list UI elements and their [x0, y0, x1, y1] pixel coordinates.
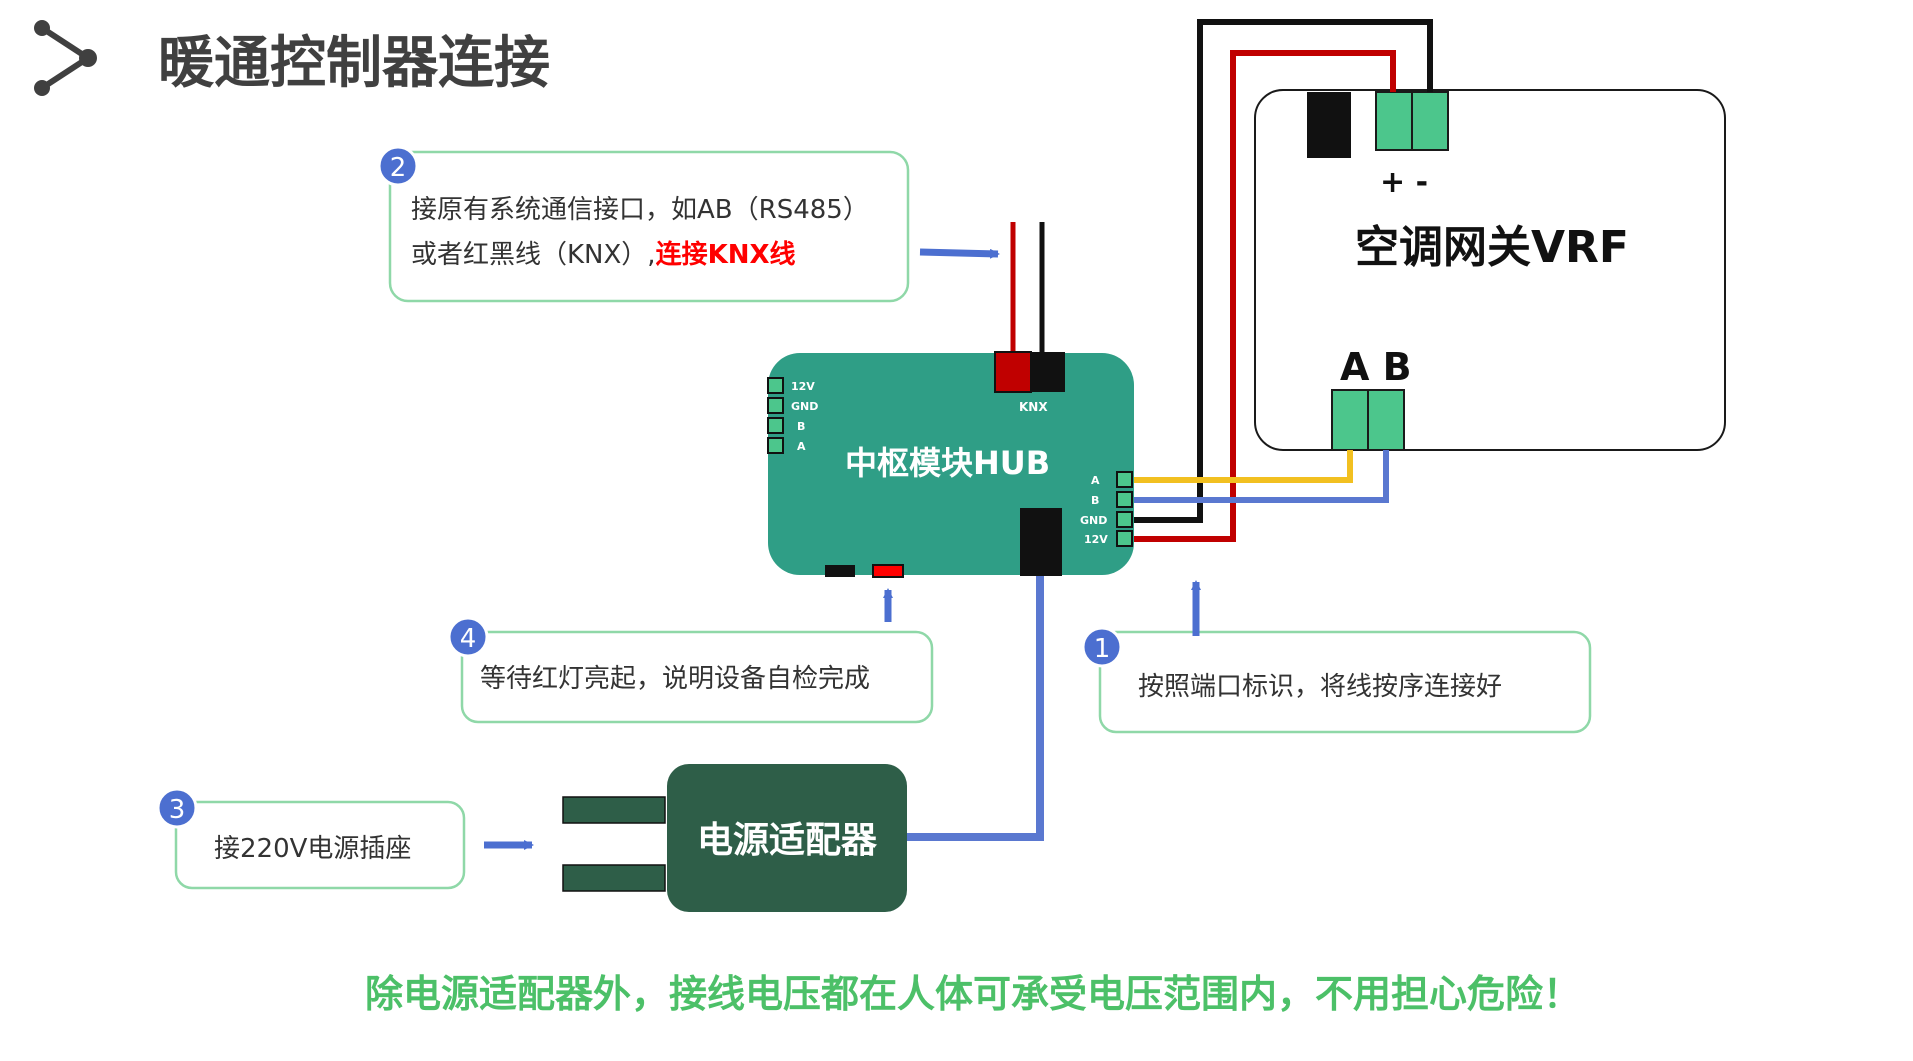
hub-left-pin-label: GND	[791, 400, 818, 413]
callout-2-line2-plain: 或者红黑线（KNX）,	[411, 240, 656, 270]
callout-2-box	[388, 150, 910, 303]
hub-right-pin-label: 12V	[1084, 533, 1108, 546]
callout-2-line1: 接原有系统通信接口，如AB（RS485）	[411, 195, 869, 225]
callout-1-number: 1	[1094, 634, 1111, 664]
vrf-ab-label: A B	[1340, 345, 1412, 389]
indicator-black	[825, 565, 855, 577]
callout-4-box	[460, 630, 934, 724]
callout-2-line2: 或者红黑线（KNX）,连接KNX线	[411, 240, 796, 270]
hub-left-pins: 12V GND B A	[767, 377, 818, 454]
wire-black-gnd	[1133, 19, 1433, 523]
knx-terminal-black	[1031, 352, 1065, 392]
hub-right-pin-label: B	[1091, 494, 1099, 507]
callout-2-badge	[377, 145, 419, 187]
share-icon	[34, 20, 97, 96]
page-title: 暖通控制器连接	[158, 31, 550, 96]
callout-1-text: 按照端口标识，将线按序连接好	[1138, 672, 1502, 702]
hub-right-pin-label: GND	[1080, 514, 1107, 527]
callout-4-text: 等待红灯亮起，说明设备自检完成	[480, 664, 870, 694]
vrf-terminal-b	[1367, 389, 1405, 451]
vrf-black-block	[1307, 92, 1351, 158]
hub-left-pin	[767, 397, 784, 414]
hub-right-pin	[1116, 471, 1133, 488]
wire-red-12v	[1133, 50, 1396, 542]
callout-3-text: 接220V电源插座	[214, 834, 411, 864]
vrf-power-terminal-minus	[1411, 91, 1449, 151]
callout-3-box	[174, 800, 466, 890]
adapter-prong-bottom	[562, 864, 666, 892]
adapter-box	[667, 764, 907, 912]
hub-left-pin	[767, 377, 784, 394]
callout-4-badge	[447, 616, 489, 658]
hub-left-pin-label: 12V	[791, 380, 815, 393]
vrf-power-terminal-plus	[1375, 91, 1413, 151]
hub-right-pin	[1116, 511, 1133, 528]
callout-4-number: 4	[460, 624, 477, 654]
callout-3-badge	[156, 787, 198, 829]
hub-label: 中枢模块HUB	[845, 444, 1050, 482]
wire-yellow-a	[1133, 450, 1353, 483]
hub-right-pin	[1116, 491, 1133, 508]
hub-right-pin	[1116, 530, 1133, 547]
callout-2-line2-highlight: 连接KNX线	[656, 240, 796, 270]
knx-terminal-red	[994, 351, 1032, 393]
vrf-gateway-box	[1254, 89, 1726, 451]
adapter-prong-top	[562, 796, 666, 824]
adapter-label: 电源适配器	[697, 820, 878, 861]
callout-1-badge	[1081, 626, 1123, 668]
indicator-red-led	[872, 564, 904, 578]
hub-left-pin-label: A	[797, 440, 806, 453]
vrf-terminal-a	[1331, 389, 1369, 451]
callout-1-box	[1098, 630, 1592, 734]
hub-left-pin	[767, 437, 784, 454]
knx-label: KNX	[1019, 400, 1048, 414]
footer-note: 除电源适配器外，接线电压都在人体可承受电压范围内，不用担心危险！	[365, 972, 1581, 1016]
wire-blue-b	[1133, 450, 1389, 503]
wire-adapter-to-hub	[907, 572, 1044, 841]
vrf-label: 空调网关VRF	[1355, 222, 1629, 273]
callout-3-number: 3	[169, 795, 186, 825]
hub-left-pin-label: B	[797, 420, 805, 433]
hub-right-pins: A B GND 12V	[1080, 471, 1133, 547]
callout-2-arrow	[919, 248, 1000, 259]
hub-left-pin	[767, 417, 784, 434]
callout-2-number: 2	[390, 153, 407, 183]
vrf-polarity-label: + -	[1380, 165, 1428, 200]
hub-power-jack	[1020, 508, 1062, 576]
hub-right-pin-label: A	[1091, 474, 1100, 487]
